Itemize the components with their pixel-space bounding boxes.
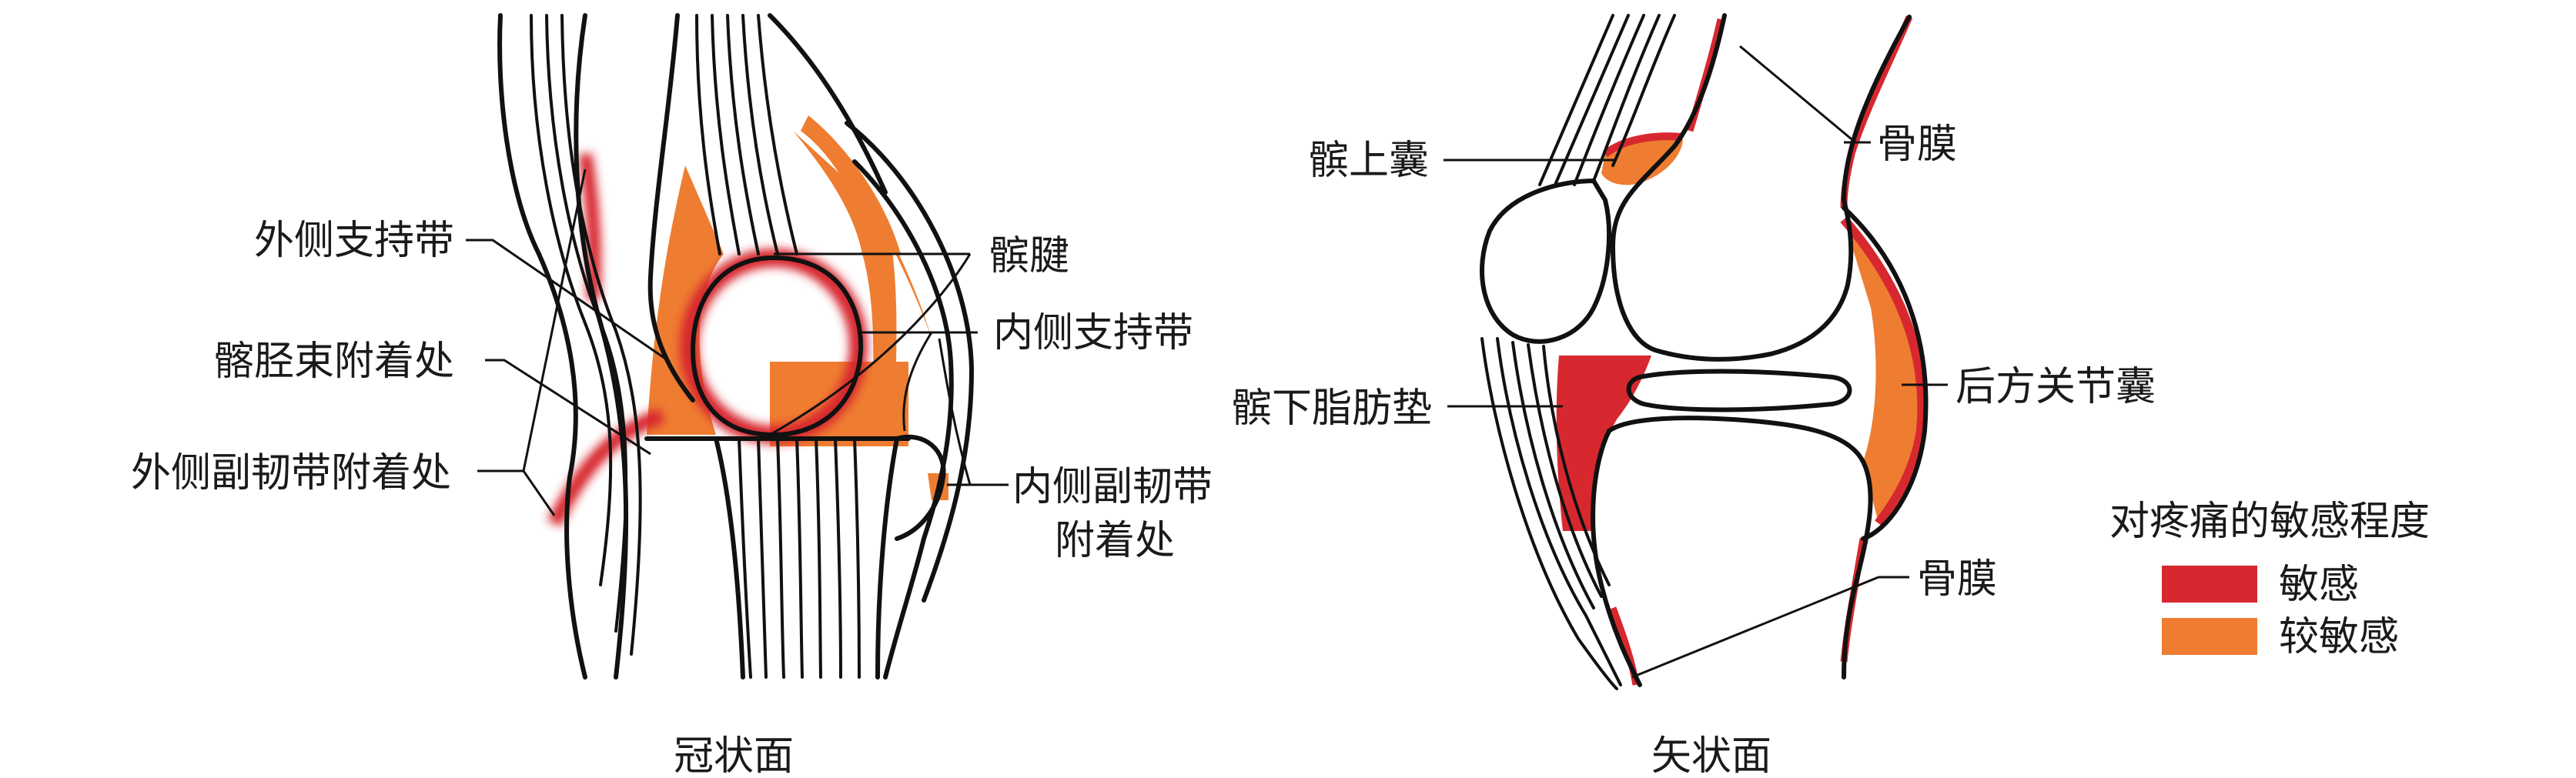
femur-outline-sagittal bbox=[1611, 13, 1912, 362]
label-posterior-capsule: 后方关节囊 bbox=[1955, 364, 2156, 410]
periosteum-posterior-red bbox=[1840, 15, 1913, 209]
patella-outline-sagittal bbox=[1480, 179, 1611, 344]
label-periosteum-bottom: 骨膜 bbox=[1917, 556, 1997, 603]
tibia-right-edge bbox=[875, 436, 899, 679]
coronal-caption: 冠状面 bbox=[674, 733, 794, 778]
legend-label-sensitive: 敏感 bbox=[2279, 562, 2359, 608]
label-iliotibial-insertion: 髂胫束附着处 bbox=[214, 339, 454, 385]
label-patellar-tendon: 髌腱 bbox=[989, 233, 1069, 279]
lateral-retinaculum-region bbox=[647, 165, 724, 435]
sagittal-view: 髌上囊 骨膜 髌下脂肪垫 后方关节囊 骨膜 矢状面 bbox=[1232, 13, 2156, 778]
tibia-outline-sagittal bbox=[1607, 416, 1873, 679]
suprapatellar-bursa-rim bbox=[1602, 132, 1683, 158]
patella-outline bbox=[691, 255, 864, 437]
label-medial-collateral-line2: 附着处 bbox=[1055, 518, 1175, 564]
label-infrapatellar-fat-pad: 髌下脂肪垫 bbox=[1232, 386, 1432, 432]
posterior-femur-contour bbox=[1842, 205, 1929, 541]
tibia-front-sagittal bbox=[1591, 429, 1642, 687]
tendon-fibers bbox=[530, 14, 861, 679]
sagittal-caption: 矢状面 bbox=[1651, 733, 1771, 778]
label-suprapatellar-bursa: 髌上囊 bbox=[1309, 138, 1429, 184]
medial-contour-1 bbox=[852, 159, 954, 679]
tibia-left-edge bbox=[714, 436, 745, 679]
meniscus-outline bbox=[1626, 369, 1852, 412]
legend-label-less-sensitive: 较敏感 bbox=[2279, 614, 2399, 660]
sagittal-tendon-fibers bbox=[1480, 14, 1676, 690]
medial-retinaculum-upper bbox=[801, 115, 901, 254]
legend-title: 对疼痛的敏感程度 bbox=[2109, 499, 2430, 545]
posterior-capsule-rim bbox=[1840, 216, 1927, 526]
label-lateral-collateral-insertion: 外侧副韧带附着处 bbox=[131, 450, 451, 496]
femur-shaft-left bbox=[647, 13, 695, 402]
label-medial-collateral-line1: 内侧副韧带 bbox=[1012, 464, 1213, 510]
label-periosteum-top: 骨膜 bbox=[1877, 122, 1957, 168]
coronal-view: 外侧支持带 髂胫束附着处 外侧副韧带附着处 髌腱 内侧支持带 内侧副韧带 附着处… bbox=[131, 13, 1213, 778]
legend: 对疼痛的敏感程度 敏感 较敏感 bbox=[2109, 499, 2430, 660]
label-medial-retinaculum: 内侧支持带 bbox=[993, 310, 1193, 356]
posterior-capsule-region bbox=[1844, 219, 1922, 523]
sagittal-leader-lines bbox=[1444, 45, 1948, 679]
legend-swatch-less-sensitive bbox=[2162, 618, 2257, 655]
medial-condyle-bump bbox=[895, 434, 946, 541]
coronal-leader-lines bbox=[466, 169, 1009, 516]
label-lateral-retinaculum: 外侧支持带 bbox=[254, 218, 454, 264]
iliotibial-insertion-red bbox=[578, 152, 601, 301]
medial-contour-2 bbox=[845, 121, 974, 603]
femur-left-edge bbox=[497, 13, 587, 679]
legend-swatch-sensitive bbox=[2162, 566, 2257, 603]
femur-shaft-right bbox=[768, 13, 888, 195]
